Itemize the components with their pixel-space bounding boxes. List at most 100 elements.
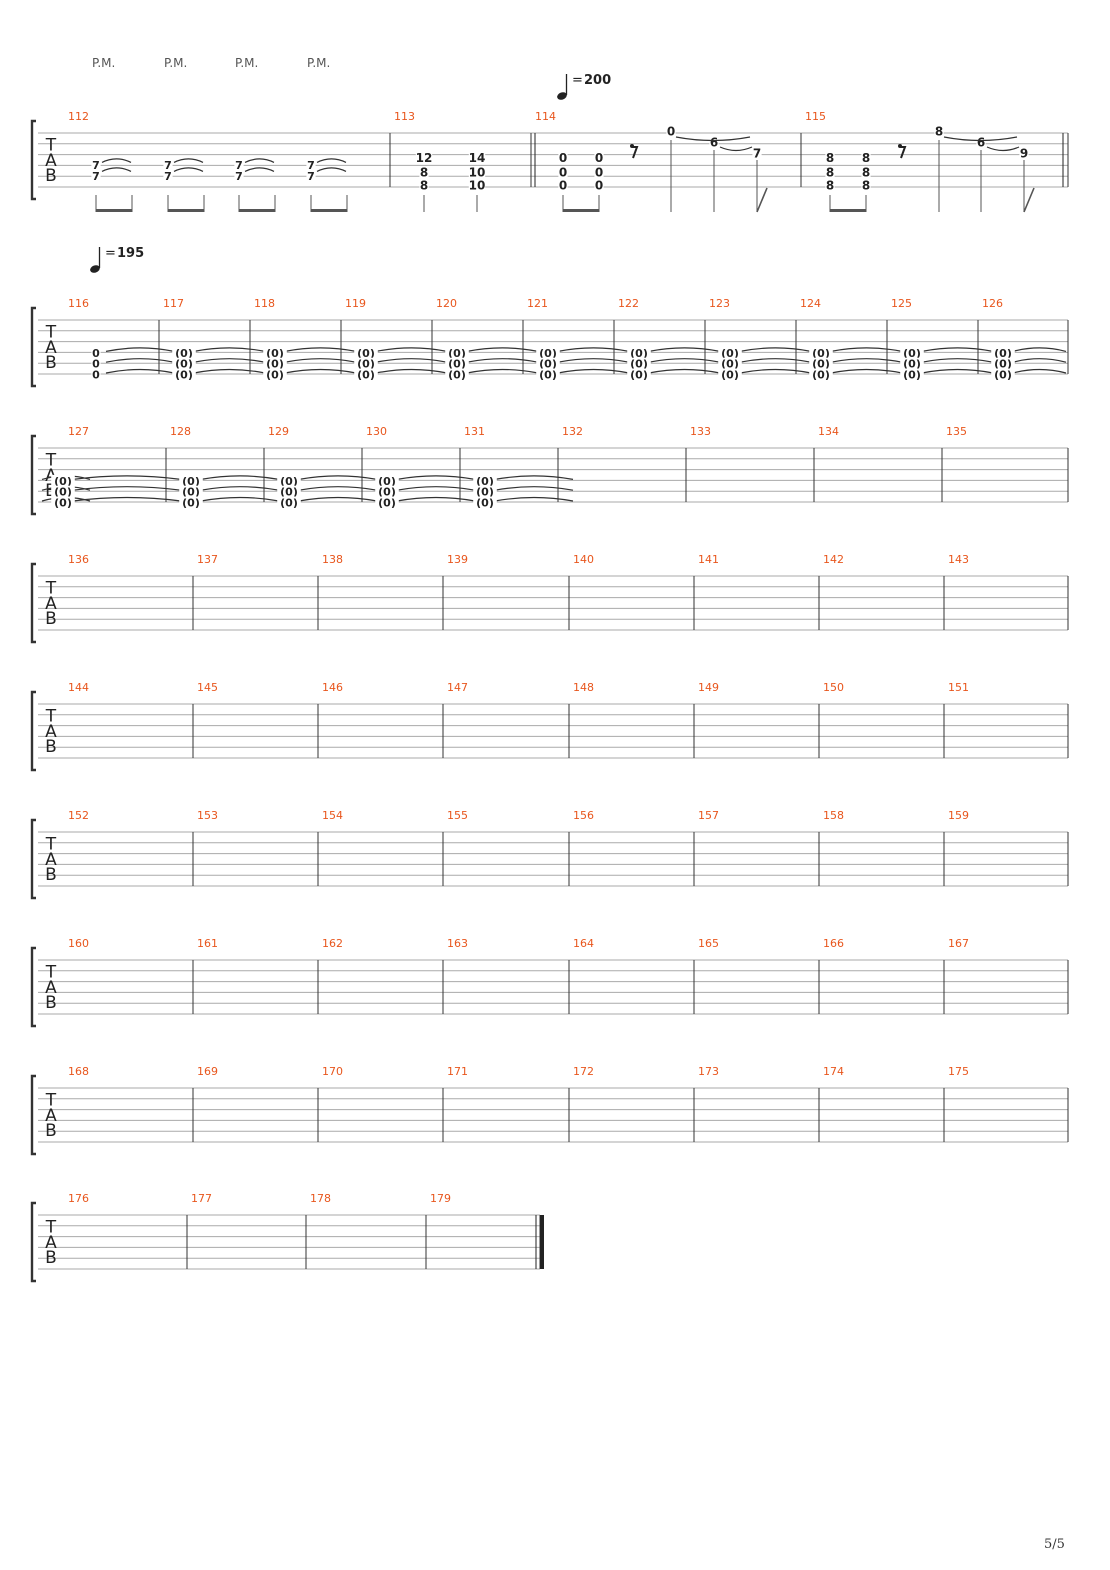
fret-number: (0) [721, 347, 739, 360]
fret-bg [91, 170, 101, 182]
fret-bg [179, 485, 203, 497]
tempo-value: 195 [117, 246, 144, 261]
measure-number: 152 [68, 809, 89, 822]
measure-number: 128 [170, 425, 191, 438]
fret-bg [163, 170, 173, 182]
fret-number: (0) [182, 497, 200, 510]
tie-arc [284, 368, 357, 374]
measure-number: 140 [573, 553, 594, 566]
measure-number: 176 [68, 1192, 89, 1205]
fret-bg [536, 368, 560, 380]
measure-number: 174 [823, 1065, 844, 1078]
tab-clef-letter: B [45, 865, 57, 885]
fret-number: (0) [182, 475, 200, 488]
tie-arc [1012, 368, 1067, 374]
measure-number: 135 [946, 425, 967, 438]
measure-number: 137 [197, 553, 218, 566]
fret-number: 7 [235, 170, 243, 183]
fret-number: 6 [710, 136, 718, 150]
fret-number: (0) [357, 347, 375, 360]
tab-clef-letter: A [45, 338, 57, 358]
fret-number: 8 [420, 166, 428, 180]
tie-arc [396, 496, 476, 502]
tie-arc [648, 358, 721, 363]
palm-mute-label: P.M. [307, 56, 330, 70]
tab-clef-letter: B [45, 609, 57, 629]
fret-number: 7 [307, 159, 315, 172]
fret-number: 10 [469, 166, 486, 180]
measure-number: 153 [197, 809, 218, 822]
fret-number: (0) [630, 358, 648, 371]
tie-arc [316, 158, 347, 163]
fret-number: 0 [667, 125, 675, 139]
measure-number: 155 [447, 809, 468, 822]
eighth-rest [900, 146, 907, 159]
tab-clef-letter: T [45, 579, 57, 599]
fret-bg [991, 368, 1015, 380]
fret-number: 7 [164, 170, 172, 183]
fret-number: (0) [812, 347, 830, 360]
measure-number: 143 [948, 553, 969, 566]
fret-number: (0) [182, 486, 200, 499]
fret-bg [277, 474, 301, 486]
fret-number: 0 [595, 166, 603, 180]
measure-number: 138 [322, 553, 343, 566]
fret-bg [263, 357, 287, 369]
tie-arc [1012, 358, 1067, 363]
tie-arc [375, 368, 448, 374]
fret-bg [51, 496, 75, 508]
fret-bg [594, 179, 604, 191]
fret-number: 8 [420, 179, 428, 193]
tie-arc [105, 347, 175, 352]
tie-arc [466, 358, 539, 363]
measure-number: 125 [891, 297, 912, 310]
final-barline-thick [540, 1215, 544, 1269]
fret-number: (0) [378, 475, 396, 488]
fret-bg [419, 166, 429, 178]
fret-bg [91, 368, 101, 380]
fret-number: (0) [721, 358, 739, 371]
tie-arc [173, 158, 204, 163]
fret-number: (0) [175, 358, 193, 371]
tie-arc [298, 475, 378, 480]
measure-number: 151 [948, 681, 969, 694]
fret-number: (0) [357, 369, 375, 382]
fret-bg [900, 368, 924, 380]
tie-arc [739, 358, 812, 363]
tab-clef-letter: A [45, 1106, 57, 1126]
fret-number: (0) [280, 486, 298, 499]
measure-number: 120 [436, 297, 457, 310]
tie-arc [193, 368, 266, 374]
measure-number: 148 [573, 681, 594, 694]
fret-bg [825, 179, 835, 191]
fret-number: 7 [92, 170, 100, 183]
fret-number: (0) [54, 486, 72, 499]
tie-arc [943, 136, 1018, 142]
measure-number: 160 [68, 937, 89, 950]
measure-number: 154 [322, 809, 343, 822]
fret-bg [179, 474, 203, 486]
tie-arc [739, 368, 812, 374]
fret-number: (0) [357, 358, 375, 371]
fret-number: (0) [448, 347, 466, 360]
tie-arc [719, 146, 753, 152]
measure-number: 131 [464, 425, 485, 438]
tie-arc [298, 496, 378, 502]
system-bracket [30, 562, 36, 644]
measure-number: 121 [527, 297, 548, 310]
fret-bg [172, 368, 196, 380]
fret-number: 7 [92, 159, 100, 172]
fret-number: 0 [559, 179, 567, 193]
tie-arc [739, 347, 812, 352]
measure-number: 115 [805, 110, 826, 123]
measure-number: 133 [690, 425, 711, 438]
note-beam [830, 209, 866, 212]
fret-number: (0) [266, 358, 284, 371]
measure-number: 169 [197, 1065, 218, 1078]
tempo-equals: = [105, 246, 116, 261]
measure-number: 165 [698, 937, 719, 950]
fret-bg [558, 166, 568, 178]
tie-arc [1012, 347, 1067, 352]
fret-number: (0) [175, 369, 193, 382]
measure-number: 123 [709, 297, 730, 310]
